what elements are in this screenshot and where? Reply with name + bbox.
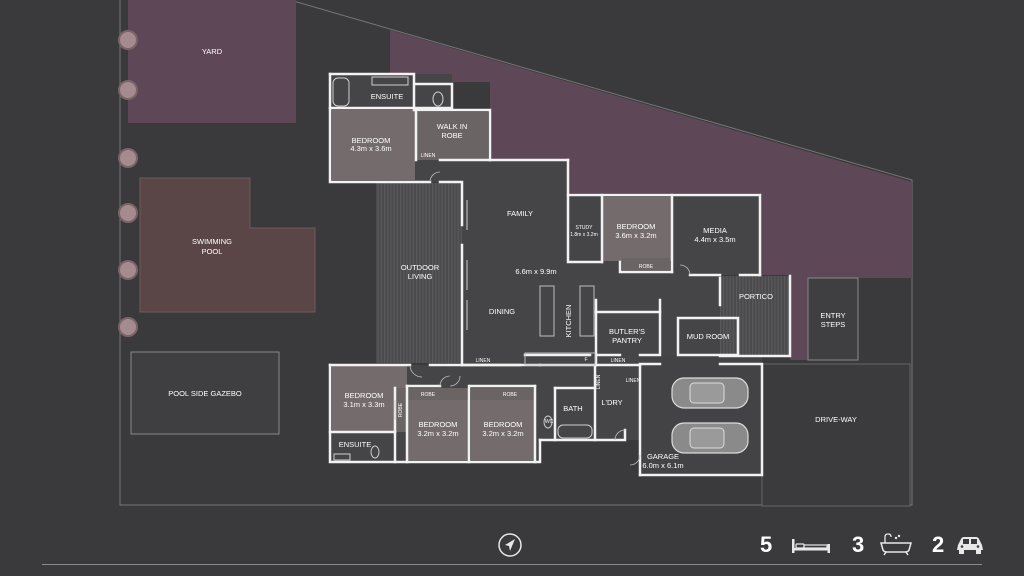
bed-icon	[792, 539, 830, 553]
bathroom-count: 3	[852, 532, 865, 557]
label-fridge: F	[584, 357, 587, 363]
label-butlers-pantry-line1: BUTLER'S	[609, 327, 645, 336]
tree-icon	[118, 30, 138, 337]
label-portico: PORTICO	[739, 292, 773, 301]
label-media: MEDIA	[703, 226, 727, 235]
label-robe-4: ROBE	[421, 392, 436, 398]
bedroom-4	[407, 400, 469, 460]
entry-steps	[807, 277, 859, 361]
label-study: STUDY	[576, 225, 594, 231]
kitchen-island	[524, 285, 596, 366]
label-ensuite-bottom: ENSUITE	[339, 440, 372, 449]
label-laundry: L'DRY	[601, 398, 622, 407]
label-gazebo: POOL SIDE GAZEBO	[168, 389, 242, 398]
footer-divider	[42, 564, 982, 565]
label-outdoor-living-line2: LIVING	[408, 272, 433, 281]
label-pool-line2: POOL	[202, 247, 223, 256]
label-bedroom-5-dims: 3.2m x 3.2m	[482, 429, 523, 438]
swimming-pool	[139, 177, 316, 313]
label-bedroom-main: BEDROOM	[352, 136, 391, 145]
label-pool-line1: SWIMMING	[192, 237, 232, 246]
label-linen-garage: LINEN	[626, 378, 641, 384]
car-space-count: 2	[932, 532, 945, 557]
label-driveway: DRIVE-WAY	[815, 415, 857, 424]
label-bedroom-5: BEDROOM	[484, 420, 523, 429]
label-mud-room: MUD ROOM	[687, 332, 730, 341]
label-robe-3: ROBE	[398, 402, 404, 417]
pool-side-gazebo	[130, 351, 280, 435]
label-entry-steps-line2: STEPS	[821, 320, 846, 329]
label-bedroom-2-dims: 3.6m x 3.2m	[615, 231, 656, 240]
label-butlers-pantry-line2: PANTRY	[612, 336, 642, 345]
footer: 5 3 2	[0, 526, 1024, 576]
label-linen-laundry: LINEN	[596, 374, 602, 389]
walk-in-robe	[416, 112, 488, 160]
lot-boundary	[119, 0, 913, 506]
compass-icon	[498, 533, 522, 557]
label-bedroom-4-dims: 3.2m x 3.2m	[417, 429, 458, 438]
windows	[394, 200, 468, 420]
walls	[328, 72, 792, 477]
label-bedroom-2: BEDROOM	[617, 222, 656, 231]
outdoor-living-deck	[376, 183, 462, 363]
portico-deck	[720, 276, 790, 356]
landscape-front	[390, 30, 912, 360]
door-swings	[409, 171, 691, 466]
car-icon	[671, 377, 749, 454]
label-linen-top: LINEN	[421, 153, 436, 159]
bathroom-fixtures	[332, 76, 593, 461]
label-garage: GARAGE	[647, 452, 679, 461]
bedroom-count: 5	[760, 532, 773, 557]
label-living-dims: 6.6m x 9.9m	[515, 267, 556, 276]
car-icon	[957, 537, 983, 554]
floor-plan: YARD SWIMMING POOL POOL SIDE GAZEBO ENSU…	[118, 0, 913, 507]
bedroom-2	[602, 197, 671, 261]
bedroom-main	[332, 110, 415, 180]
label-bath: BATH	[563, 404, 582, 413]
label-bedroom-3: BEDROOM	[345, 391, 384, 400]
landscape-yard	[128, 0, 296, 123]
label-robe-5: ROBE	[503, 392, 518, 398]
label-bedroom-main-dims: 4.3m x 3.6m	[350, 144, 391, 153]
label-linen-mid: LINEN	[476, 358, 491, 364]
label-wc: WC	[545, 419, 554, 425]
label-bedroom-3-dims: 3.1m x 3.3m	[343, 400, 384, 409]
label-robe-2: ROBE	[639, 264, 654, 270]
label-study-dims: 1.8m x 3.2m	[570, 232, 598, 238]
label-walk-in-robe-line2: ROBE	[441, 131, 462, 140]
bathtub-icon	[880, 533, 912, 556]
label-linen-pantry: LINEN	[611, 358, 626, 364]
label-entry-steps-line1: ENTRY	[820, 311, 845, 320]
bedroom-5	[471, 400, 535, 460]
label-outdoor-living-line1: OUTDOOR	[401, 263, 440, 272]
label-dining: DINING	[489, 307, 515, 316]
label-media-dims: 4.4m x 3.5m	[694, 235, 735, 244]
label-ensuite-top: ENSUITE	[371, 92, 404, 101]
label-garage-dims: 6.0m x 6.1m	[642, 461, 683, 470]
label-walk-in-robe-line1: WALK IN	[437, 122, 468, 131]
label-bedroom-4: BEDROOM	[419, 420, 458, 429]
label-kitchen: KITCHEN	[564, 305, 573, 338]
label-yard: YARD	[202, 47, 223, 56]
driveway	[761, 363, 911, 507]
label-family: FAMILY	[507, 209, 533, 218]
